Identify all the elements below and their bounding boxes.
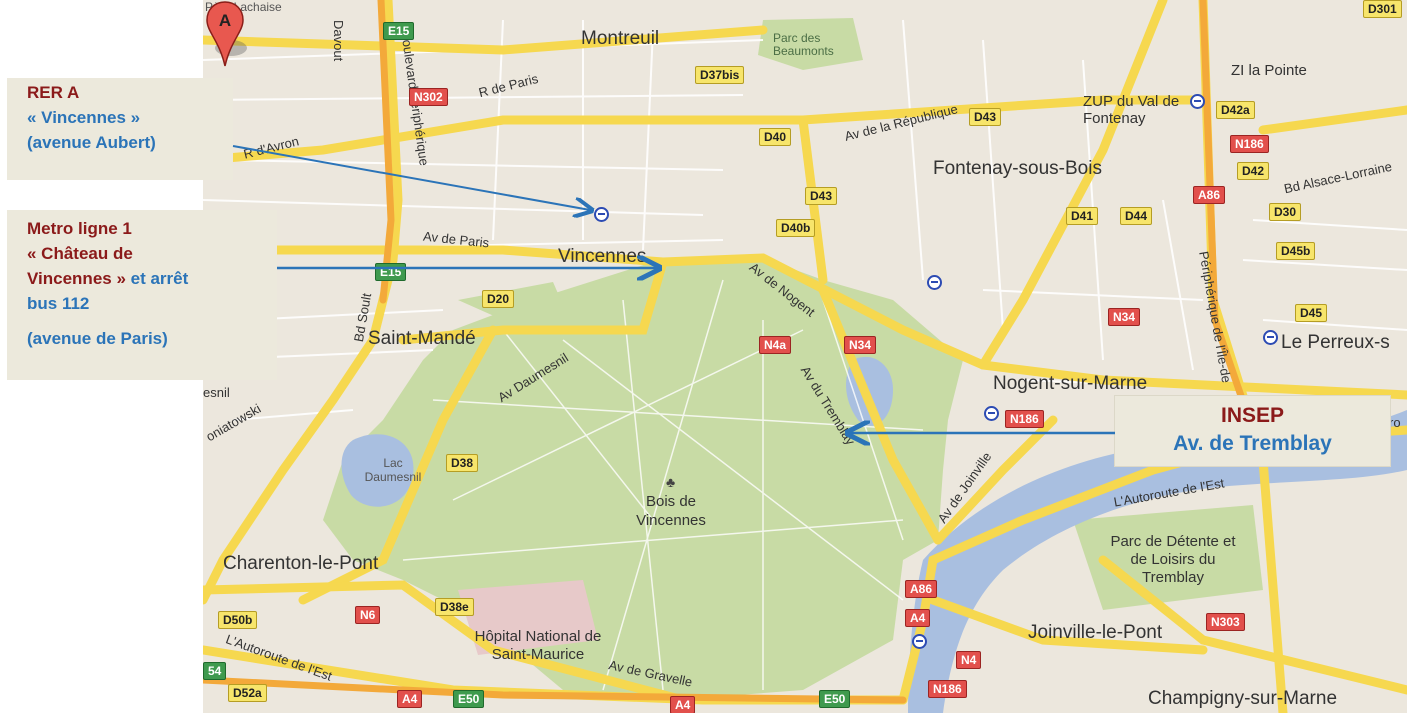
metro-station-icon[interactable] [594, 207, 609, 222]
metro-station-icon[interactable] [1190, 94, 1205, 109]
road-shield: E15 [383, 22, 415, 40]
callout-metro-title: Metro ligne 1 [27, 219, 132, 238]
callout-rer-station: « Vincennes » [27, 108, 141, 127]
road-shield: D44 [1120, 207, 1153, 225]
road-shield: D38e [435, 598, 474, 616]
road-shield: D52a [228, 684, 267, 702]
road-shield: N4a [759, 336, 792, 354]
road-shield: D40b [776, 219, 816, 237]
road-shield: D38 [446, 454, 479, 472]
road-shield: D45 [1295, 304, 1328, 322]
road-shield: D30 [1269, 203, 1302, 221]
road-shield: D42 [1237, 162, 1270, 180]
road-shield: A4 [670, 696, 696, 713]
callout-rer-title: RER A [27, 83, 80, 102]
street-davout: Davout [331, 20, 346, 62]
street-ro: ro [1389, 415, 1401, 430]
callout-rer: RER A « Vincennes » (avenue Aubert) [7, 78, 233, 180]
road-shield: A86 [1193, 186, 1226, 204]
road-shield: E50 [453, 690, 485, 708]
callout-rer-street: (avenue Aubert) [27, 133, 156, 152]
road-shield: N34 [1108, 308, 1141, 326]
road-shield: E50 [819, 690, 851, 708]
place-le-perreux: Le Perreux-s [1281, 332, 1390, 353]
road-shield: N34 [844, 336, 877, 354]
map-view[interactable]: Père Lachaise Montreuil Parc des Beaumon… [203, 0, 1407, 713]
callout-metro-street: (avenue de Paris) [27, 329, 168, 348]
place-nogent-sur-marne: Nogent-sur-Marne [993, 373, 1148, 394]
location-marker-icon[interactable]: A [203, 0, 247, 70]
callout-insep: INSEP Av. de Tremblay [1115, 396, 1390, 466]
place-lac-daumesnil: Lac Daumesnil [364, 456, 422, 484]
place-zup-val-fontenay: ZUP du Val de Fontenay [1083, 93, 1180, 127]
road-shield: N4 [956, 651, 982, 669]
road-shield: N302 [409, 88, 448, 106]
marker-letter: A [219, 11, 231, 30]
road-shield: N186 [1005, 410, 1044, 428]
place-parc-beaumonts: Parc des Beaumonts [773, 31, 834, 58]
road-shield: D43 [805, 187, 838, 205]
road-shield: D42a [1216, 101, 1255, 119]
road-shield: D45b [1276, 242, 1316, 260]
place-fontenay-sous-bois: Fontenay-sous-Bois [933, 158, 1102, 179]
road-shield: 54 [203, 662, 227, 680]
road-shield: D43 [969, 108, 1002, 126]
place-champigny: Champigny-sur-Marne [1148, 688, 1338, 709]
callout-insep-address: Av. de Tremblay [1173, 432, 1332, 455]
road-shield: N303 [1206, 613, 1245, 631]
place-montreuil: Montreuil [581, 28, 660, 49]
street-esnil: esnil [203, 385, 230, 400]
map-base [203, 0, 1407, 713]
callout-metro: Metro ligne 1 « Château de Vincennes » e… [7, 210, 277, 380]
road-shield: D20 [482, 290, 515, 308]
road-shield: A4 [905, 609, 931, 627]
place-saint-mande: Saint-Mandé [368, 328, 476, 349]
metro-station-icon[interactable] [1263, 330, 1278, 345]
place-joinville: Joinville-le-Pont [1028, 622, 1163, 643]
callout-metro-bus-a: et arrêt [125, 269, 189, 288]
road-shield: D301 [1363, 0, 1402, 18]
road-shield: N186 [928, 680, 967, 698]
metro-station-icon[interactable] [912, 634, 927, 649]
place-zi-la-pointe: ZI la Pointe [1231, 62, 1307, 79]
place-parc-detente: Parc de Détente et de Loisirs du Trembla… [1110, 533, 1236, 586]
tree-icon: ♣ [666, 474, 676, 490]
metro-station-icon[interactable] [927, 275, 942, 290]
place-charenton: Charenton-le-Pont [223, 553, 379, 574]
road-shield: N6 [355, 606, 381, 624]
road-shield: D41 [1066, 207, 1099, 225]
road-shield: E15 [375, 263, 407, 281]
road-shield: D37bis [695, 66, 745, 84]
road-shield: A4 [397, 690, 423, 708]
place-bois-de-vincennes: Bois de Vincennes [636, 493, 706, 529]
road-shield: D40 [759, 128, 792, 146]
road-shield: D50b [218, 611, 258, 629]
callout-metro-station-a: « Château de [27, 244, 133, 263]
place-hopital: Hôpital National de Saint-Maurice [474, 628, 602, 663]
callout-insep-title: INSEP [1220, 404, 1285, 427]
place-vincennes: Vincennes [558, 246, 647, 267]
callout-metro-bus-b: bus 112 [27, 294, 90, 313]
metro-station-icon[interactable] [984, 406, 999, 421]
road-shield: N186 [1230, 135, 1269, 153]
callout-metro-station-b: Vincennes » [27, 269, 126, 288]
road-shield: A86 [905, 580, 938, 598]
